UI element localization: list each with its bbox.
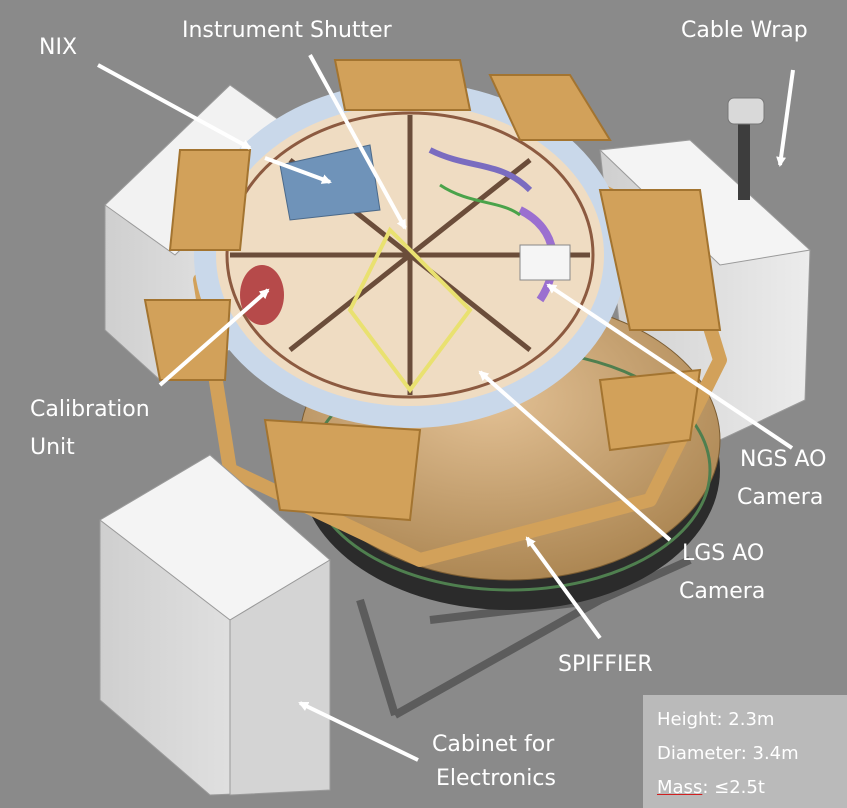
gold-truss-frames [143, 59, 722, 522]
mass-value: : ≤2.5t [702, 777, 765, 798]
shutter-arrow-2 [264, 156, 332, 184]
cable-wrap-cap [727, 97, 765, 125]
ngs-ao-camera-label-line2: Camera [737, 485, 824, 510]
cabinet-label-line1: Cabinet for [432, 732, 555, 757]
cable-wrap-post [738, 120, 750, 200]
electronics-cabinet [99, 454, 331, 796]
shutter-arrow [308, 54, 407, 230]
pointer-arrows [97, 54, 795, 762]
mass-spec: Mass: ≤2.5t [657, 777, 765, 798]
instrument-shutter-label: Instrument Shutter [182, 18, 392, 43]
height-spec: Height: 2.3m [657, 709, 775, 730]
cabinet-label-line2: Electronics [436, 766, 556, 791]
rotator-ring [194, 82, 626, 428]
specifications-box: Height: 2.3m Diameter: 3.4m Mass: ≤2.5t [643, 695, 847, 808]
nix-label: NIX [39, 35, 78, 60]
lgs-arrow [478, 370, 672, 542]
diameter-spec: Diameter: 3.4m [657, 743, 799, 764]
cable-wrap-label: Cable Wrap [681, 18, 808, 43]
calibration-unit-label-line2: Unit [30, 435, 75, 460]
ngs-arrow [546, 283, 794, 450]
spiffier-arrow [525, 536, 602, 640]
calibration-unit-label-line1: Calibration [30, 397, 150, 422]
spiffier-label: SPIFFIER [558, 652, 653, 677]
lgs-ao-camera-label-line1: LGS AO [682, 541, 765, 566]
nix-arrow [97, 63, 252, 150]
calibration-arrow [158, 288, 270, 387]
mass-key: Mass [657, 777, 703, 798]
cable-wrap-arrow [776, 69, 795, 167]
lgs-ao-camera-label-line2: Camera [679, 579, 766, 604]
ngs-ao-camera-label-line1: NGS AO [740, 447, 827, 472]
cabinet-arrow [298, 701, 419, 762]
